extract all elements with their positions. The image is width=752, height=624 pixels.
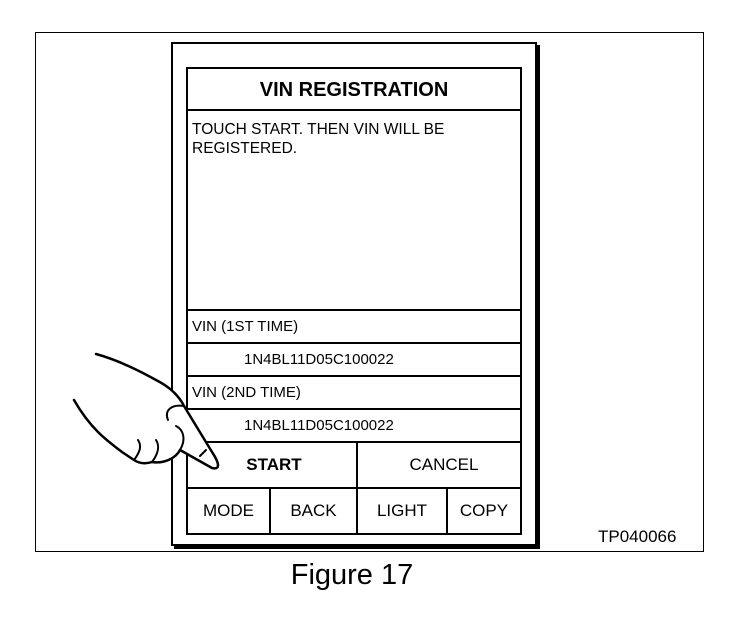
vin-first-value: 1N4BL11D05C100022 xyxy=(244,351,394,368)
vin-second-value: 1N4BL11D05C100022 xyxy=(244,417,394,434)
vin-second-value-row: 1N4BL11D05C100022 xyxy=(188,408,520,441)
vin-first-value-row: 1N4BL11D05C100022 xyxy=(188,342,520,375)
screen-title: VIN REGISTRATION xyxy=(188,69,520,111)
function-button-row: MODE BACK LIGHT COPY xyxy=(188,487,520,533)
vin-first-label-row: VIN (1ST TIME) xyxy=(188,309,520,342)
mode-button[interactable]: MODE xyxy=(188,489,269,533)
cancel-button[interactable]: CANCEL xyxy=(356,443,520,487)
reference-code: TP040066 xyxy=(598,527,677,546)
device-screen: VIN REGISTRATION TOUCH START. THEN VIN W… xyxy=(186,67,522,535)
vin-first-label: VIN (1ST TIME) xyxy=(192,318,299,335)
pointing-hand-icon xyxy=(72,352,220,470)
vin-second-label-row: VIN (2ND TIME) xyxy=(188,375,520,408)
instruction-line-2: REGISTERED. xyxy=(192,140,298,157)
device-shadow xyxy=(174,45,540,549)
primary-button-row: START CANCEL xyxy=(188,441,520,487)
figure-frame xyxy=(35,32,704,552)
instruction-message: TOUCH START. THEN VIN WILL BE REGISTERED… xyxy=(192,120,518,158)
figure-caption: Figure 17 xyxy=(290,559,414,591)
light-button[interactable]: LIGHT xyxy=(356,489,446,533)
copy-button[interactable]: COPY xyxy=(446,489,520,533)
back-button[interactable]: BACK xyxy=(269,489,356,533)
vin-second-label: VIN (2ND TIME) xyxy=(192,384,301,401)
instruction-line-1: TOUCH START. THEN VIN WILL BE xyxy=(192,121,445,138)
